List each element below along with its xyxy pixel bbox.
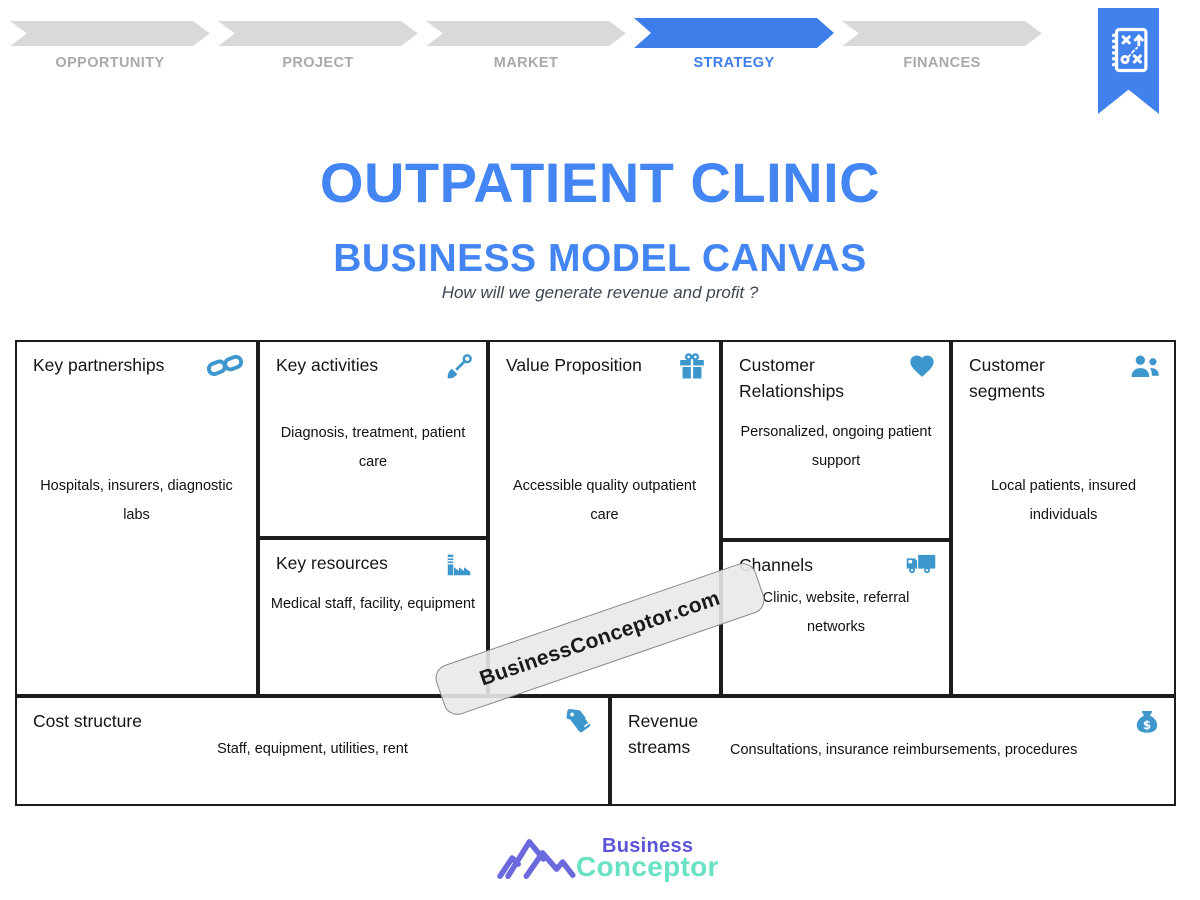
cell-content: Accessible quality outpatient care: [513, 478, 696, 523]
cell-content: Staff, equipment, utilities, rent: [217, 741, 408, 757]
cell-revenue-streams[interactable]: Revenue streams $ Consultations, insuran…: [610, 696, 1176, 806]
cell-content: Diagnosis, treatment, patient care: [280, 425, 466, 470]
cell-content: Medical staff, facility, equipment: [270, 596, 476, 612]
tag-icon: [566, 709, 591, 733]
page-title: OUTPATIENT CLINIC: [319, 151, 881, 214]
cell-content: Consultations, insurance reimbursements,…: [730, 742, 1078, 758]
cell-customer-segments[interactable]: Customer segments Local patients, insure…: [951, 340, 1176, 696]
logo-text-conceptor: Conceptor: [576, 851, 719, 882]
chevron-shape: [10, 21, 210, 46]
page-subtitle: BUSINESS MODEL CANVAS: [333, 237, 867, 280]
chevron-shape: [218, 21, 418, 46]
nav-step-market[interactable]: MARKET: [426, 18, 626, 74]
cell-customer-relationships[interactable]: Customer Relationships Personalized, ong…: [721, 340, 951, 540]
nav-step-opportunity[interactable]: OPPORTUNITY: [10, 18, 210, 74]
gift-icon: [680, 353, 704, 379]
business-model-canvas: Key partnerships Hospitals, insurers, di…: [15, 340, 1176, 806]
truck-icon: [906, 554, 936, 574]
cell-title: Customer segments: [969, 355, 1045, 402]
cell-title: Key partnerships: [33, 355, 165, 375]
shovel-icon: [447, 354, 472, 379]
svg-text:$: $: [1143, 718, 1151, 732]
cell-content: Hospitals, insurers, diagnostic labs: [40, 478, 233, 523]
nav-step-finances[interactable]: FINANCES: [842, 18, 1042, 74]
users-icon: [1131, 355, 1159, 377]
chevron-shape: [426, 21, 626, 46]
cell-content: Clinic, website, referral networks: [762, 590, 910, 635]
cell-content: Local patients, insured individuals: [990, 478, 1137, 523]
money-bag-icon: $: [1136, 711, 1158, 733]
strategy-playbook-icon: [1111, 27, 1147, 73]
page-tagline: How will we generate revenue and profit …: [441, 283, 759, 302]
cell-channels[interactable]: Channels Clinic, website, referral netwo…: [721, 540, 951, 696]
heart-icon: [910, 355, 934, 377]
cell-title: Key resources: [276, 553, 388, 573]
logo-text-business: Business: [602, 835, 694, 857]
business-conceptor-logo: Business Conceptor: [496, 826, 726, 890]
mountain-icon: [497, 839, 576, 879]
nav-step-label: MARKET: [493, 55, 559, 71]
cell-title: Channels: [739, 555, 813, 575]
cell-cost-structure[interactable]: Cost structure Staff, equipment, utiliti…: [15, 696, 610, 806]
chain-link-icon: [206, 354, 244, 376]
strategy-ribbon-bookmark: [1098, 8, 1159, 114]
nav-step-label: STRATEGY: [693, 55, 775, 71]
cell-title: Key activities: [276, 355, 379, 375]
factory-icon: [447, 554, 471, 576]
chevron-shape-active: [634, 18, 834, 48]
cell-title: Revenue streams: [628, 711, 699, 758]
nav-step-label: FINANCES: [903, 55, 981, 71]
cell-key-partnerships[interactable]: Key partnerships Hospitals, insurers, di…: [15, 340, 258, 696]
cell-title: Value Proposition: [506, 355, 642, 375]
cell-title: Cost structure: [33, 711, 142, 731]
nav-step-label: PROJECT: [282, 55, 354, 71]
chevron-shape: [842, 21, 1042, 46]
nav-step-project[interactable]: PROJECT: [218, 18, 418, 74]
nav-step-label: OPPORTUNITY: [55, 55, 165, 71]
cell-content: Personalized, ongoing patient support: [740, 424, 932, 469]
cell-title: Customer Relationships: [739, 355, 845, 402]
nav-step-strategy[interactable]: STRATEGY: [634, 18, 834, 74]
cell-key-activities[interactable]: Key activities Diagnosis, treatment, pat…: [258, 340, 488, 538]
